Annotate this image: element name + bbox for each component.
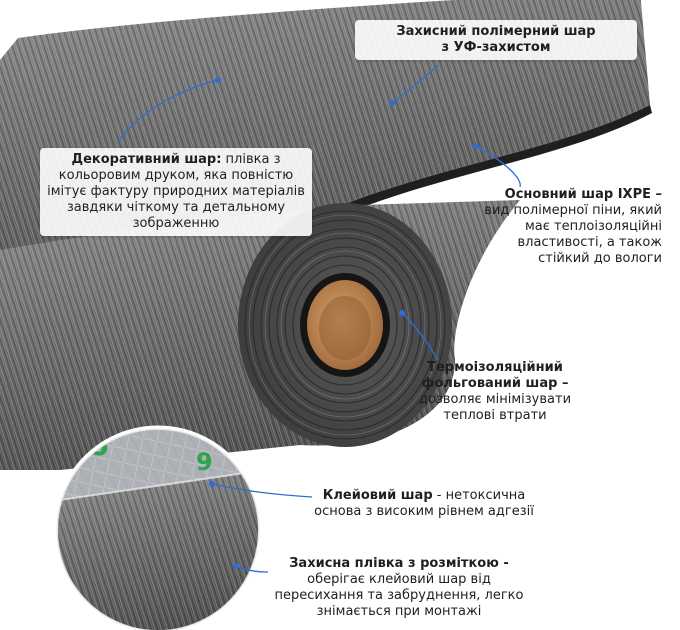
callout-glue-layer: Клейовий шар - нетоксична основа з висок… (310, 488, 538, 520)
callout-foil-desc: дозволяє мінімізувати теплові втрати (418, 392, 572, 423)
callout-glue-title: Клейовий шар (322, 488, 433, 503)
svg-text:9: 9 (196, 448, 213, 476)
callout-uv-desc: з УФ-захистом (441, 40, 551, 55)
vinyl-roll (0, 200, 520, 470)
callout-uv-layer: Захисний полімерний шар з УФ-захистом (355, 20, 637, 60)
callout-film-title: Захисна плівка з розміткою - (289, 556, 509, 571)
callout-foil-title: Термоізоляційний фольгований шар – (421, 360, 569, 391)
callout-leaders (117, 65, 521, 573)
callout-uv-title: Захисний полімерний шар (396, 24, 596, 39)
callout-ixpe-layer: Основний шар IXPE – вид полімерної піни,… (462, 187, 662, 267)
callout-protective-film: Захисна плівка з розміткою - оберігає кл… (270, 556, 528, 620)
callout-dots (209, 77, 479, 569)
callout-ixpe-title: Основний шар IXPE – (504, 187, 662, 202)
magnified-layer-detail: 6 9 (53, 425, 263, 630)
callout-decorative-layer: Декоративний шар: плівка з кольоровим др… (40, 148, 312, 236)
callout-ixpe-desc: вид полімерної піни, який має теплоізоля… (484, 203, 662, 266)
callout-foil-layer: Термоізоляційний фольгований шар – дозво… (400, 360, 590, 424)
callout-decorative-desc: плівка з кольоровим друком, яка повністю… (47, 152, 305, 231)
callout-glue-desc: - нетоксична основа з високим рівнем адг… (314, 488, 534, 519)
callout-decorative-title: Декоративний шар: (71, 152, 222, 167)
callout-film-desc: оберігає клейовий шар від пересихання та… (274, 572, 524, 619)
